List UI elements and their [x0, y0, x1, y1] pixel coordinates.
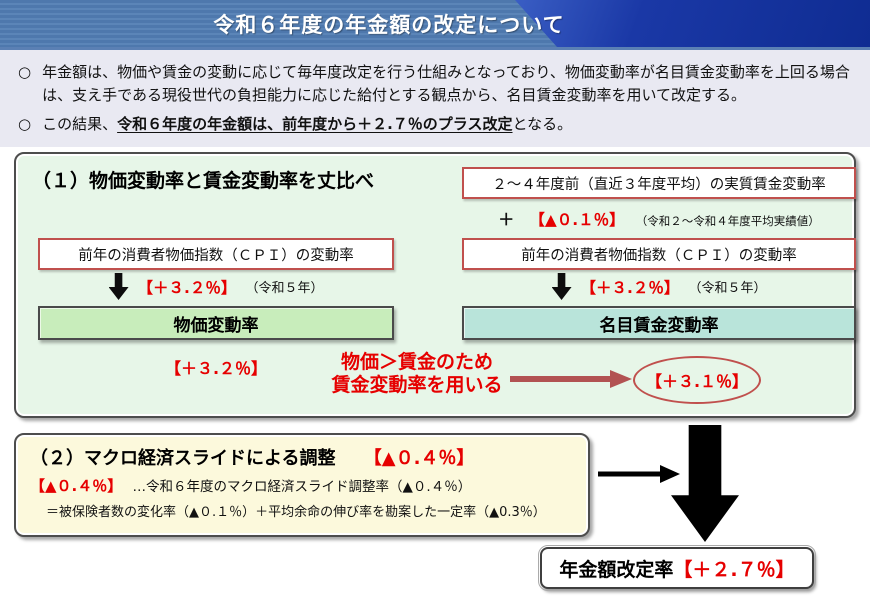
- intro-bullet-2-text: この結果、令和６年度の年金額は、前年度から＋２.７％のプラス改定となる。: [42, 113, 572, 136]
- section2-title: （２）マクロ経済スライドによる調整 【▲０.４％】: [30, 444, 576, 470]
- intro-bullet-1-text: 年金額は、物価や賃金の変動に応じて毎年度改定を行う仕組みとなっており、物価変動率…: [42, 63, 850, 104]
- bullet-circle-icon: ○: [18, 63, 32, 81]
- result-box: 年金額改定率 【＋２.７％】: [538, 545, 816, 591]
- intro-bullet-2-emphasis: 令和６年度の年金額は、前年度から＋２.７％のプラス改定: [117, 115, 513, 133]
- intro-bullet-1: ○ 年金額は、物価や賃金の変動に応じて毎年度改定を行う仕組みとなっており、物価変…: [18, 61, 854, 106]
- comparison-conclusion-text: 物価＞賃金のため 賃金変動率を用いる: [300, 351, 534, 397]
- down-arrow-icon: [108, 273, 129, 300]
- cpi-arrow-row-left: 【＋３.２％】 （令和５年）: [38, 273, 394, 300]
- section2-panel: （２）マクロ経済スライドによる調整 【▲０.４％】 【▲０.４％】 …令和６年度…: [14, 433, 590, 537]
- result-value: 【＋２.７％】: [673, 558, 795, 581]
- title-banner: 令和６年度の年金額の改定について: [0, 0, 870, 50]
- cpi-note-left: （令和５年）: [245, 281, 324, 296]
- comparison-conclusion-line1: 物価＞賃金のため: [340, 351, 493, 373]
- down-arrow-icon: [551, 273, 572, 300]
- price-rate-bar: 物価変動率: [38, 306, 394, 340]
- cpi-value-left: 【＋３.２％】: [137, 278, 237, 297]
- real-wage-value: 【▲０.１％】: [529, 211, 625, 229]
- nominal-wage-rate-bar: 名目賃金変動率: [462, 306, 856, 340]
- cpi-change-box-left: 前年の消費者物価指数（ＣＰＩ）の変動率: [38, 238, 394, 270]
- section2-detail-text: …令和６年度のマクロ経済スライド調整率（▲０.４％）: [132, 479, 472, 495]
- section2-detail-value: 【▲０.４％】: [30, 477, 123, 495]
- right-arrow-icon: [510, 370, 632, 388]
- plus-sign: ＋: [498, 210, 515, 229]
- cpi-arrow-row-right: 【＋３.２％】 （令和５年）: [462, 273, 856, 300]
- cpi-value-right: 【＋３.２％】: [580, 278, 680, 297]
- section2-title-value: 【▲０.４％】: [363, 448, 475, 469]
- real-wage-change-box: ２～４年度前（直近３年度平均）の実質賃金変動率: [462, 167, 856, 199]
- section2-detail-line: 【▲０.４％】 …令和６年度のマクロ経済スライド調整率（▲０.４％）: [30, 475, 576, 496]
- right-arrow-icon: [598, 465, 680, 483]
- page-title: 令和６年度の年金額の改定について: [213, 12, 565, 37]
- cpi-note-right: （令和５年）: [688, 281, 767, 296]
- price-rate-value: 【＋３.２％】: [164, 359, 268, 378]
- intro-bullet-2: ○ この結果、令和６年度の年金額は、前年度から＋２.７％のプラス改定となる。: [18, 113, 854, 136]
- section2-formula-line: ＝被保険者数の変化率（▲０.１％）＋平均余命の伸び率を勘案した一定率（▲0.3％…: [46, 505, 546, 520]
- wage-rate-value-circled: 【＋３.１％】: [633, 356, 761, 404]
- intro-section: ○ 年金額は、物価や賃金の変動に応じて毎年度改定を行う仕組みとなっており、物価変…: [0, 50, 870, 147]
- intro-bullet-2-suffix: となる。: [512, 115, 573, 133]
- section2-title-text: （２）マクロ経済スライドによる調整: [30, 448, 336, 469]
- real-wage-value-line: ＋ 【▲０.１％】 （令和２～令和４年度平均実績値）: [462, 206, 856, 230]
- cpi-change-box-right: 前年の消費者物価指数（ＣＰＩ）の変動率: [462, 238, 856, 270]
- real-wage-note: （令和２～令和４年度平均実績値）: [635, 214, 820, 228]
- bullet-circle-icon: ○: [18, 115, 32, 133]
- comparison-conclusion-line2: 賃金変動率を用いる: [331, 374, 503, 397]
- intro-bullet-2-prefix: この結果、: [42, 115, 118, 133]
- section1-title: （１）物価変動率と賃金変動率を丈比べ: [32, 170, 375, 192]
- section1-panel: （１）物価変動率と賃金変動率を丈比べ ２～４年度前（直近３年度平均）の実質賃金変…: [14, 152, 856, 418]
- title-banner-dark-panel: [515, 0, 870, 47]
- result-label: 年金額改定率: [559, 558, 674, 581]
